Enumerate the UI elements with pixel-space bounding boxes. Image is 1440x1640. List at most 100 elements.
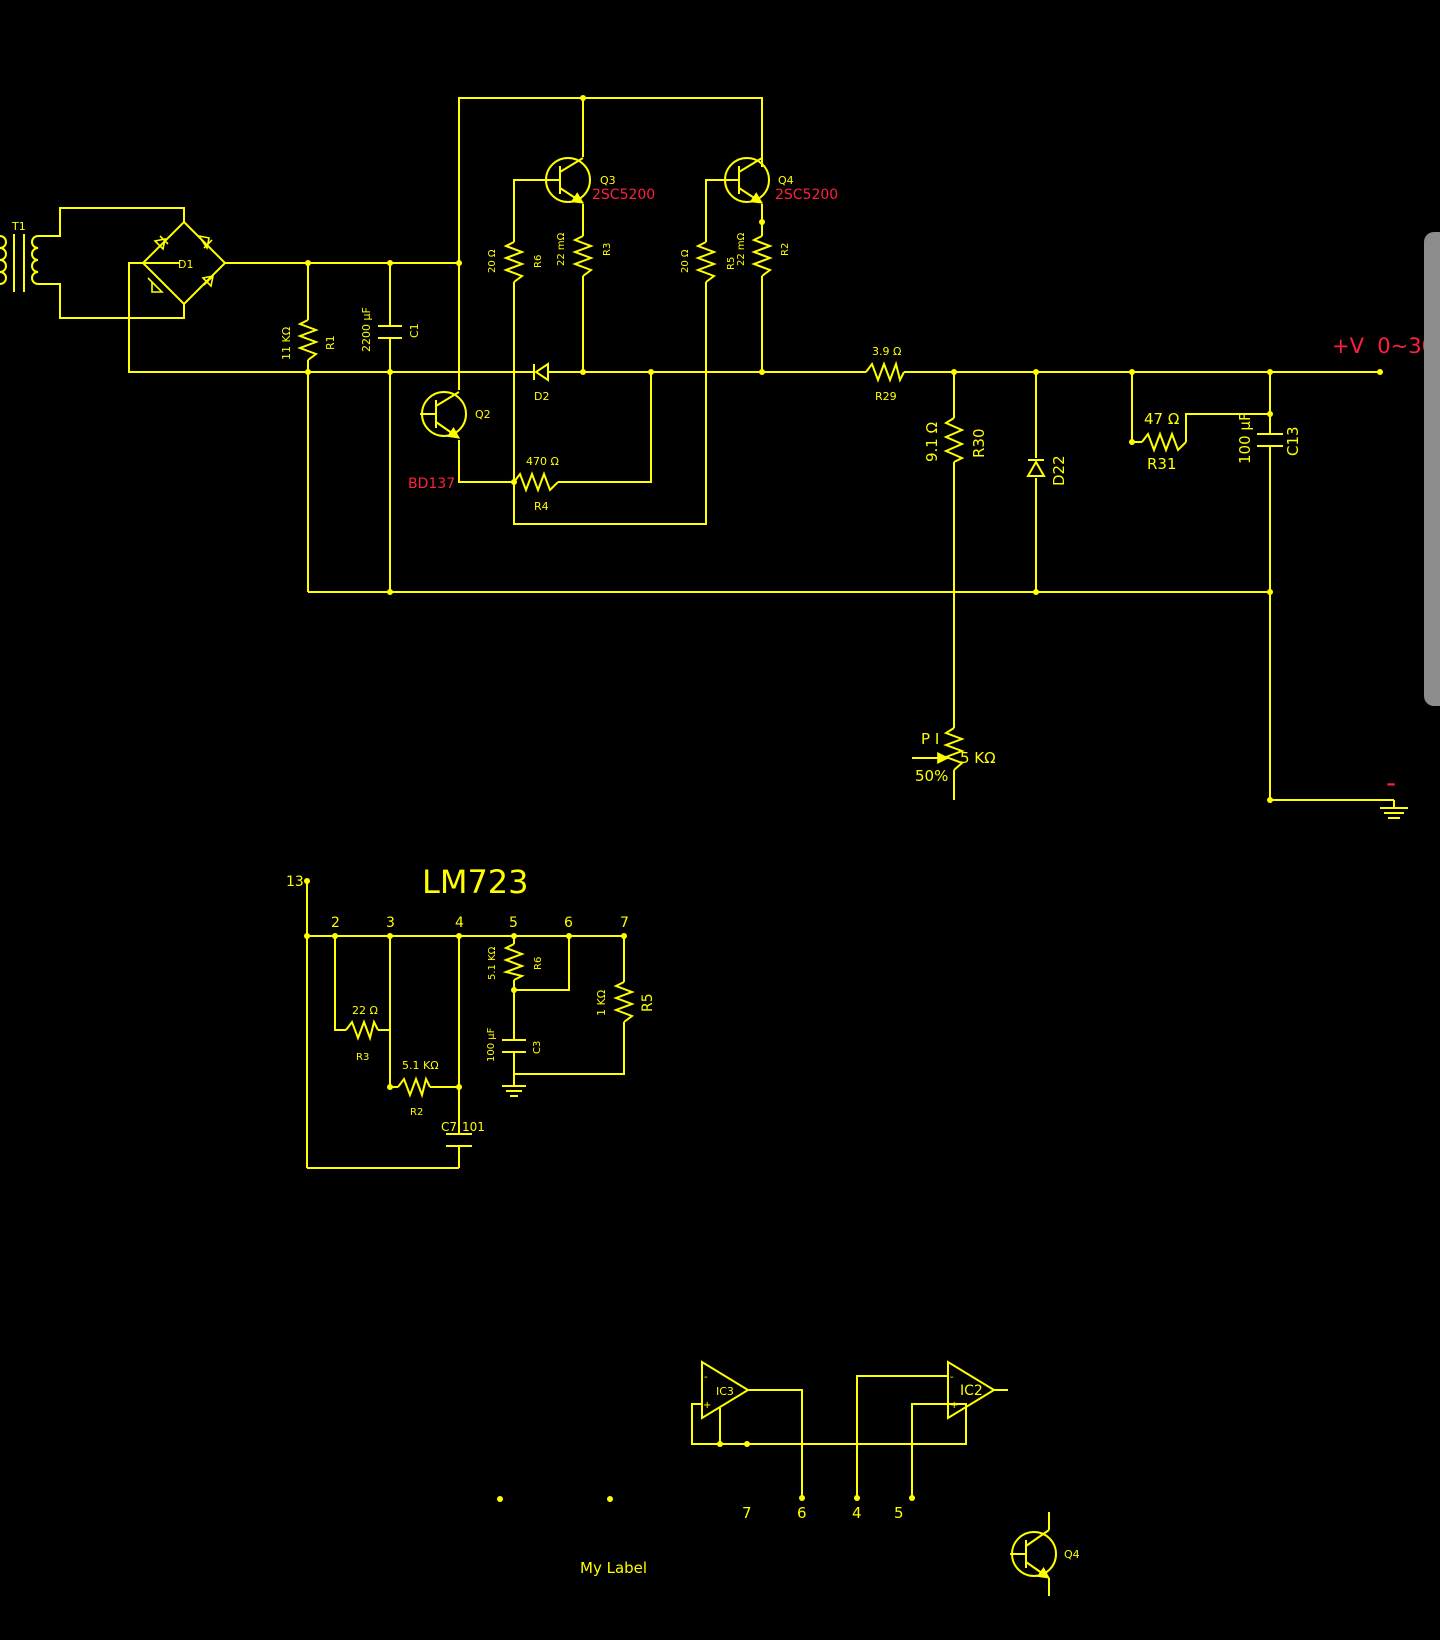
q4-part: 2SC5200: [775, 187, 838, 203]
q3-part: 2SC5200: [592, 187, 655, 203]
r3-reg-value: 22 Ω: [352, 1004, 378, 1017]
pot-ref: P I: [921, 730, 939, 748]
resistor-r30[interactable]: 9.1 Ω R30: [923, 417, 988, 463]
r30-value: 9.1 Ω: [923, 422, 941, 462]
r3-reg-ref: R3: [356, 1052, 369, 1063]
r29-value: 3.9 Ω: [872, 345, 901, 358]
r2-ref: R2: [780, 243, 791, 256]
transistor-q2[interactable]: Q2 BD137: [408, 391, 491, 492]
opamp-pin-6: 6: [797, 1504, 807, 1522]
c13-ref: C13: [1284, 426, 1302, 456]
r4-ref: R4: [534, 500, 549, 513]
r6-value: 20 Ω: [487, 249, 498, 273]
r1-ref: R1: [324, 335, 337, 350]
d22-ref: D22: [1050, 455, 1068, 486]
c13-value: 100 µF: [1236, 412, 1254, 464]
q2-ref: Q2: [475, 408, 491, 421]
opamp-section[interactable]: IC3 - + IC2 - + 7 6 4 5: [497, 1360, 1008, 1522]
ic3-plus: +: [703, 1400, 711, 1411]
r2-value: 22 mΩ: [736, 232, 747, 266]
junction-dots-power: [305, 95, 1383, 803]
resistor-r1[interactable]: 11 KΩ R1: [280, 319, 337, 361]
resistor-r6-reg[interactable]: 5.1 KΩ R6: [487, 943, 544, 981]
pin-2: 2: [331, 915, 340, 931]
transistor-q4-loose[interactable]: Q4: [1010, 1512, 1080, 1596]
side-panel-handle[interactable]: [1424, 232, 1440, 706]
potentiometer-pi[interactable]: P I 5 KΩ 50%: [912, 727, 996, 785]
d2-ref: D2: [534, 390, 549, 403]
ground-icon: [502, 1085, 526, 1097]
r6-ref: R6: [533, 255, 544, 268]
transformer-t1[interactable]: T1: [0, 207, 185, 319]
resistor-r31[interactable]: 47 Ω R31: [1141, 410, 1187, 473]
capacitor-c3-reg[interactable]: 100 µF C3: [486, 1027, 543, 1062]
opamp-pin-7: 7: [742, 1504, 752, 1522]
output-positive-label: +V 0~30: [1332, 334, 1435, 358]
resistor-r3-reg[interactable]: 22 Ω R3: [345, 1004, 379, 1063]
pin-4: 4: [455, 915, 464, 931]
my-label[interactable]: My Label: [580, 1559, 647, 1577]
pot-value: 5 KΩ: [960, 749, 996, 767]
r6-reg-ref: R6: [533, 957, 544, 970]
r29-ref: R29: [875, 390, 897, 403]
resistor-r4[interactable]: 470 Ω R4: [513, 455, 559, 513]
lm723-section[interactable]: LM723 13 2 3 4 5 6 7 22 Ω R3: [286, 863, 656, 1169]
resistor-r2-power[interactable]: 22 mΩ R2: [736, 232, 791, 277]
ic3-minus: -: [704, 1372, 708, 1383]
r5-reg-ref: R5: [640, 993, 656, 1012]
transistor-q3[interactable]: Q3 2SC5200: [545, 157, 655, 204]
pin-3: 3: [386, 915, 395, 931]
bridge-rectifier-d1[interactable]: D1: [129, 220, 227, 306]
lm723-title: LM723: [422, 863, 529, 901]
r4-value: 470 Ω: [526, 455, 559, 468]
r3-value: 22 mΩ: [556, 232, 567, 266]
capacitor-c13[interactable]: 100 µF C13: [1236, 412, 1302, 464]
pin-7: 7: [620, 915, 629, 931]
diode-d22[interactable]: D22: [1026, 455, 1068, 486]
r31-ref: R31: [1147, 455, 1177, 473]
q3-ref: Q3: [600, 174, 616, 187]
r3-ref: R3: [602, 243, 613, 256]
resistor-r29[interactable]: 3.9 Ω R29: [865, 345, 905, 403]
capacitor-c1[interactable]: 2200 µF C1: [360, 307, 421, 352]
r2-reg-value: 5.1 KΩ: [402, 1059, 439, 1072]
r5-value: 20 Ω: [680, 249, 691, 273]
c3-reg-value: 100 µF: [486, 1027, 497, 1062]
ground-icon: [1380, 807, 1408, 819]
transistor-q4[interactable]: Q4 2SC5200: [723, 157, 838, 204]
r5-ref: R5: [726, 257, 737, 270]
bridge-ref: D1: [178, 258, 193, 271]
transformer-ref: T1: [11, 220, 26, 233]
output-negative-label: -: [1386, 766, 1396, 799]
q2-part: BD137: [408, 476, 455, 492]
junction-dots-opamp: [497, 1441, 915, 1502]
resistor-r5-reg[interactable]: 1 KΩ R5: [595, 981, 656, 1023]
c1-ref: C1: [408, 323, 421, 338]
junction-dots-reg: [304, 878, 627, 1090]
ic2-label: IC2: [960, 1383, 983, 1399]
r1-value: 11 KΩ: [280, 327, 293, 360]
c7-reg-ref: C7: [441, 1120, 457, 1134]
c7-reg-value: 101: [462, 1120, 485, 1134]
diode-d2[interactable]: D2: [524, 362, 560, 403]
ic2-minus: -: [950, 1372, 954, 1383]
resistor-r6-power[interactable]: 20 Ω R6: [487, 241, 544, 283]
ic2-plus: +: [950, 1400, 958, 1411]
r6-reg-value: 5.1 KΩ: [487, 946, 498, 980]
ic3-label: IC3: [716, 1385, 734, 1398]
resistor-r5-power[interactable]: 20 Ω R5: [680, 241, 737, 283]
capacitor-c7-reg[interactable]: C7 101: [441, 1120, 485, 1147]
c3-reg-ref: C3: [532, 1041, 543, 1054]
pin-5: 5: [509, 915, 518, 931]
resistor-r2-reg[interactable]: 5.1 KΩ R2: [397, 1059, 439, 1118]
resistor-r3-power[interactable]: 22 mΩ R3: [556, 232, 613, 277]
q4-loose-ref: Q4: [1064, 1548, 1080, 1561]
pot-setting: 50%: [915, 767, 948, 785]
opamp-ic2[interactable]: IC2 - +: [947, 1360, 996, 1420]
opamp-pin-5: 5: [894, 1504, 904, 1522]
r2-reg-ref: R2: [410, 1107, 423, 1118]
opamp-pin-4: 4: [852, 1504, 862, 1522]
r31-value: 47 Ω: [1144, 410, 1179, 428]
opamp-ic3[interactable]: IC3 - +: [701, 1360, 750, 1420]
